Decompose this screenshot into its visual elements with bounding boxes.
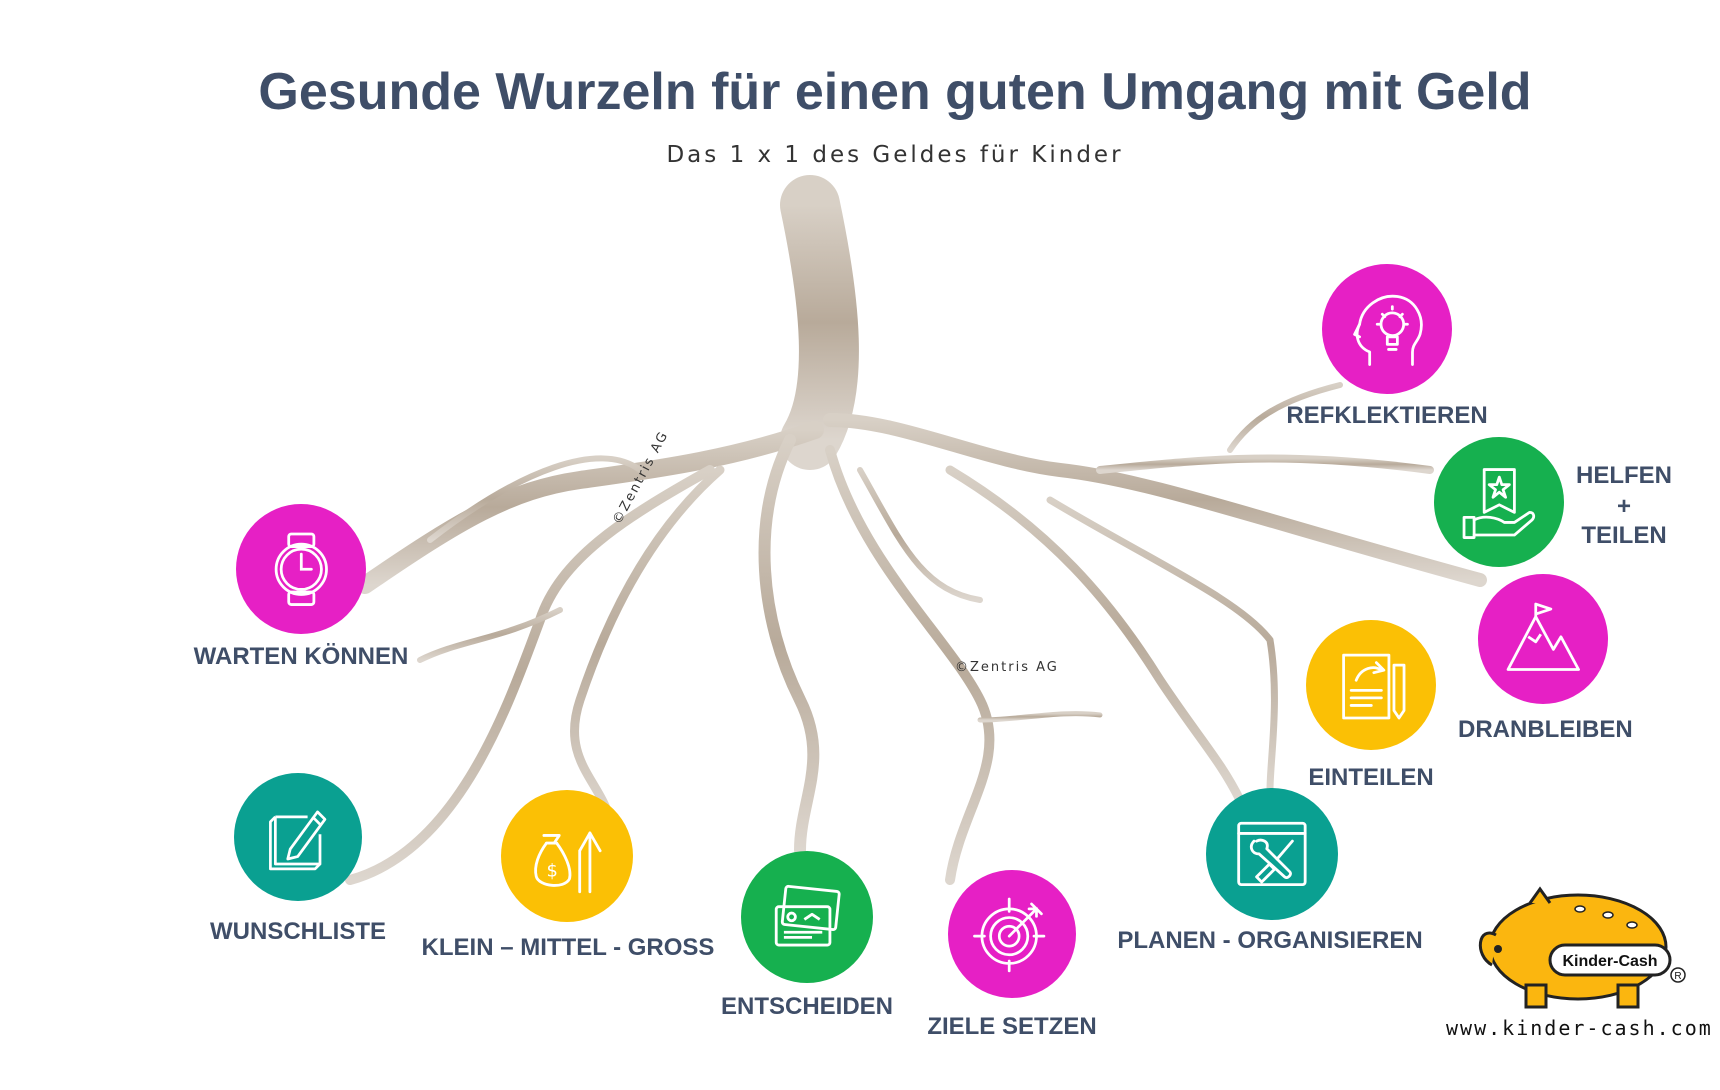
- node-klein-circle: $: [501, 790, 633, 922]
- root-trunk: [780, 175, 859, 470]
- node-planen-label: PLANEN - ORGANISIEREN: [1117, 927, 1423, 954]
- root-left-d: [427, 455, 643, 543]
- node-entscheiden-circle: [741, 851, 873, 983]
- node-helfen-label-1: HELFEN: [1576, 462, 1672, 489]
- kinder-cash-logo: Kinder-Cash R: [1478, 886, 1686, 1009]
- node-helfen-circle: [1434, 437, 1564, 567]
- root-right-c: [1096, 454, 1434, 474]
- mountain-flag-icon: [1506, 602, 1580, 671]
- target-icon: [973, 897, 1046, 973]
- root-center-a: [758, 434, 820, 856]
- node-dranbleiben-circle: [1478, 574, 1608, 704]
- node-klein-label: KLEIN – MITTEL - GROSS: [421, 934, 715, 961]
- page-title: Gesunde Wurzeln für einen guten Umgang m…: [258, 63, 1532, 121]
- svg-text:R: R: [1674, 971, 1681, 982]
- website-url: www.kinder-cash.com: [1446, 1016, 1713, 1040]
- root-left-c: [417, 607, 563, 663]
- hand-badge-icon: [1462, 467, 1535, 539]
- note-pencil-icon: [269, 810, 327, 871]
- node-dranbleiben-label: DRANBLEIBEN: [1458, 716, 1633, 743]
- root-right-a: [945, 465, 1245, 805]
- pictures-icon: [774, 885, 841, 947]
- svg-text:$: $: [547, 860, 558, 881]
- node-warten-label: WARTEN KÖNNEN: [193, 643, 409, 670]
- node-ziele-circle: [948, 870, 1076, 998]
- node-helfen-label-2: +: [1616, 493, 1631, 520]
- root-main-right: [823, 413, 1487, 587]
- node-helfen-label-3: TEILEN: [1581, 522, 1667, 549]
- root-left-b: [570, 465, 725, 825]
- node-planen-circle: [1206, 788, 1338, 920]
- root-right-b: [1046, 496, 1278, 794]
- root-center-b: [825, 445, 995, 885]
- node-reflektieren-circle: [1322, 264, 1452, 394]
- root-center-d: [977, 711, 1103, 723]
- root-center-c: [857, 467, 983, 603]
- root-left-a: [345, 465, 715, 885]
- root-right-d: [1227, 382, 1343, 453]
- node-wunschliste-label: WUNSCHLISTE: [210, 918, 386, 945]
- node-reflektieren-label: REFKLEKTIEREN: [1286, 402, 1488, 429]
- node-entscheiden-label: ENTSCHEIDEN: [720, 993, 894, 1020]
- head-lightbulb-icon: [1352, 294, 1423, 366]
- tools-window-icon: [1237, 821, 1307, 887]
- root-main-left: [356, 421, 824, 594]
- node-wunschliste-circle: [234, 773, 362, 901]
- watch-icon: [274, 532, 328, 606]
- node-einteilen-label: EINTEILEN: [1308, 764, 1434, 791]
- node-warten-circle: [236, 504, 366, 634]
- page-subtitle: Das 1 x 1 des Geldes für Kinder: [666, 142, 1124, 168]
- document-pencil-icon: [1341, 653, 1406, 720]
- logo-text: Kinder-Cash: [1562, 953, 1657, 970]
- money-bag-growth-icon: $: [534, 831, 602, 894]
- copyright-center: ©Zentris AG: [955, 660, 1059, 675]
- node-einteilen-circle: [1306, 620, 1436, 750]
- node-ziele-label: ZIELE SETZEN: [927, 1013, 1097, 1040]
